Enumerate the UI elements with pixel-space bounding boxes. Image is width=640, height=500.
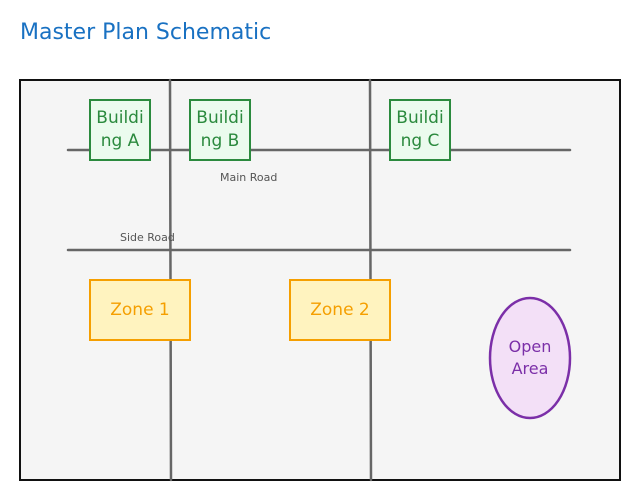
side-road-label: Side Road [120, 231, 175, 244]
building-a-box [89, 99, 151, 161]
main-road-label: Main Road [220, 171, 278, 184]
zone-2-box [289, 279, 391, 341]
open-area-ellipse [488, 296, 572, 420]
diagram-title: Master Plan Schematic [20, 20, 272, 45]
building-b-label: Building B [196, 108, 244, 151]
building-c-label: Building C [396, 108, 444, 151]
zone-2-label: Zone 2 [310, 299, 370, 320]
building-b-box [189, 99, 251, 161]
zone-1-box [89, 279, 191, 341]
zone-1-label: Zone 1 [110, 299, 170, 320]
open-area-label: Open Area [508, 337, 552, 378]
building-a-label: Building A [96, 108, 144, 151]
building-c-box [389, 99, 451, 161]
